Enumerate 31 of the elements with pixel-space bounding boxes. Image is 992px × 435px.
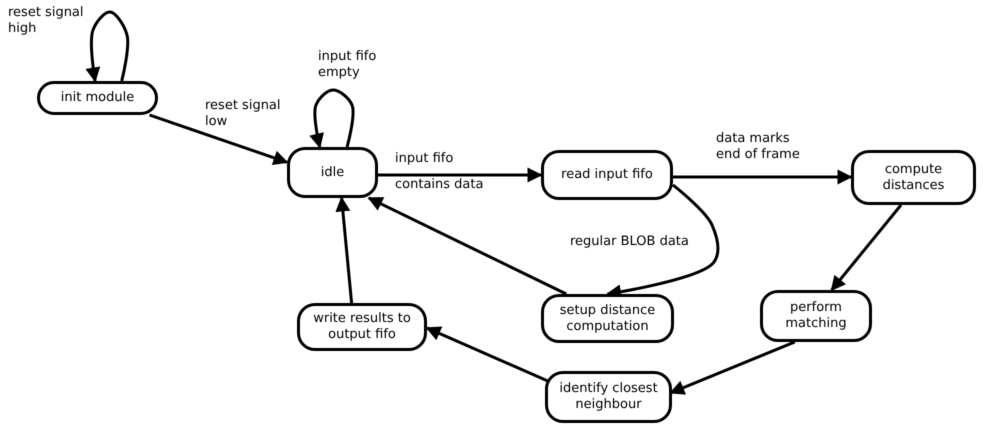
state-box [541, 294, 674, 343]
state-name: read input fifo [561, 167, 653, 183]
state-name: identify closest neighbour [558, 381, 659, 413]
arrow [426, 326, 548, 382]
edge-label: input fifo contains data [395, 150, 484, 194]
state-box [297, 303, 427, 351]
arrow [149, 114, 288, 165]
state-box [851, 150, 976, 205]
state-name: write results to output fifo [312, 311, 412, 343]
arrow [368, 196, 567, 296]
state-name: init module [60, 90, 134, 106]
state-name: setup distance computation [558, 302, 656, 334]
edge-label: regular BLOB data [570, 234, 690, 250]
state-name: perform matching [784, 300, 848, 332]
state-box [760, 290, 872, 342]
edge-label: reset signal high [8, 5, 85, 37]
state-name: idle [320, 164, 344, 180]
state-box [545, 371, 672, 423]
edge-label: input fifo empty [318, 49, 378, 81]
edge-label: reset signal low [205, 98, 282, 130]
state-box [37, 81, 158, 115]
state-box [541, 150, 673, 200]
state-box [287, 147, 378, 198]
arrow [309, 88, 355, 148]
arrow [673, 169, 852, 184]
arrow [86, 10, 130, 82]
edge-label: data marks end of frame [716, 131, 801, 163]
arrow [335, 196, 354, 304]
arrow [378, 168, 542, 182]
arrow [830, 204, 902, 292]
state-name: compute distances [882, 162, 946, 194]
